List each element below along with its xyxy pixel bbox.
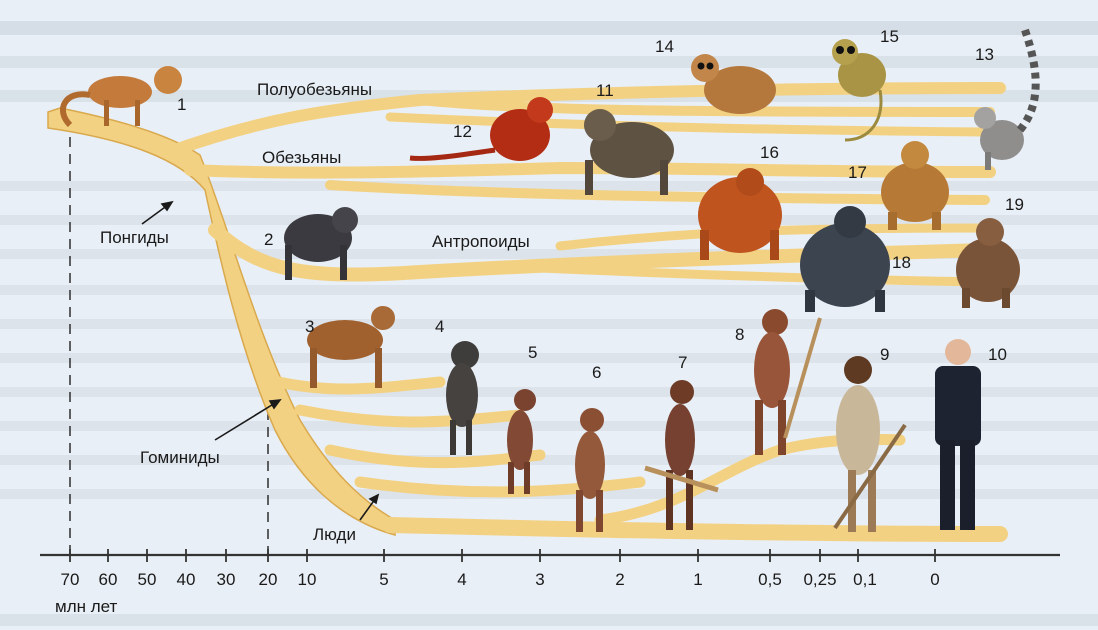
label-prosimians: Полуобезьяны	[257, 80, 372, 99]
tick-label: 70	[61, 570, 80, 589]
number-4: 4	[435, 317, 444, 336]
number-9: 9	[880, 345, 889, 364]
label-pongids: Понгиды	[100, 228, 169, 247]
number-15: 15	[880, 27, 899, 46]
tick-label: 20	[259, 570, 278, 589]
tick-label: 2	[615, 570, 624, 589]
number-14: 14	[655, 37, 674, 56]
number-3: 3	[305, 317, 314, 336]
tick-label: 5	[379, 570, 388, 589]
tick-label: 30	[217, 570, 236, 589]
number-13: 13	[975, 45, 994, 64]
number-8: 8	[735, 325, 744, 344]
number-2: 2	[264, 230, 273, 249]
number-5: 5	[528, 343, 537, 362]
number-1: 1	[177, 95, 186, 114]
tick-label: 0	[930, 570, 939, 589]
tick-label: 0,1	[853, 570, 877, 589]
tick-label: 1	[693, 570, 702, 589]
tick-label: 50	[138, 570, 157, 589]
label-humans: Люди	[313, 525, 356, 544]
label-anthropoids: Антропоиды	[432, 232, 530, 251]
number-19: 19	[1005, 195, 1024, 214]
number-16: 16	[760, 143, 779, 162]
tick-label: 0,5	[758, 570, 782, 589]
number-7: 7	[678, 353, 687, 372]
number-10: 10	[988, 345, 1007, 364]
label-monkeys: Обезьяны	[262, 148, 341, 167]
number-11: 11	[596, 81, 614, 100]
tick-label: 60	[99, 570, 118, 589]
tick-label: 3	[535, 570, 544, 589]
branch-humans	[390, 525, 1000, 534]
number-18: 18	[892, 253, 911, 272]
tick-label: 4	[457, 570, 466, 589]
tick-label: 0,25	[803, 570, 836, 589]
number-12: 12	[453, 122, 472, 141]
tick-label: 40	[177, 570, 196, 589]
number-17: 17	[848, 163, 867, 182]
label-hominids: Гоминиды	[140, 448, 220, 467]
axis-unit-label: млн лет	[55, 597, 118, 616]
tick-label: 10	[298, 570, 317, 589]
number-6: 6	[592, 363, 601, 382]
